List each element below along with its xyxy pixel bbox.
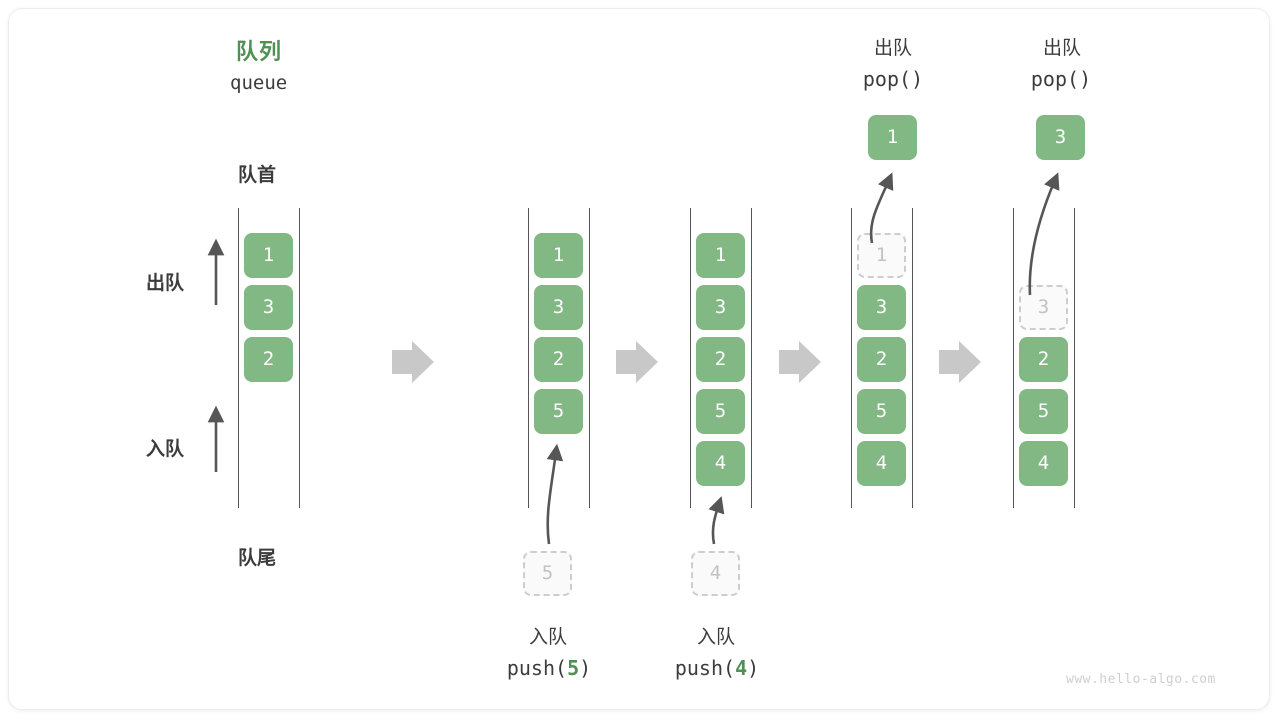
stage4-op-code-prefix: pop( — [862, 67, 912, 91]
stage4-cell-4: 4 — [857, 441, 906, 486]
stage4-op-label: 出队 — [873, 37, 912, 59]
stage4-op-code: pop() — [840, 67, 946, 91]
stage5-op-code: pop() — [1008, 67, 1114, 91]
stage5-popped-cell: 3 — [1036, 115, 1085, 160]
stage2-op-code: push(5) — [489, 656, 609, 680]
stage3-cell-1: 3 — [696, 285, 745, 330]
stage2-rail-left — [528, 208, 529, 508]
stage1-cell-0: 1 — [244, 233, 293, 278]
stage5-cell-0: 3 — [1019, 285, 1068, 330]
stage2-cell-3: 5 — [534, 389, 583, 434]
stage5-op-code-suffix: ) — [1079, 67, 1092, 91]
stage5-cell-1: 2 — [1019, 337, 1068, 382]
stage3-op-label: 入队 — [696, 626, 735, 648]
stage5-cell-3: 4 — [1019, 441, 1068, 486]
enqueue-side-label: 入队 — [146, 438, 185, 460]
stage3-cell-0: 1 — [696, 233, 745, 278]
diagram-frame — [8, 8, 1270, 710]
stage2-op-code-suffix: ) — [579, 656, 592, 680]
stage4-popped-cell: 1 — [868, 115, 917, 160]
stage3-cell-3: 5 — [696, 389, 745, 434]
stage2-op-code-arg: 5 — [567, 656, 580, 680]
stage5-op-code-prefix: pop( — [1030, 67, 1080, 91]
stage1-rail-right — [299, 208, 300, 508]
stage4-rail-right — [912, 208, 913, 508]
queue-front-label: 队首 — [238, 164, 277, 186]
stage2-cell-0: 1 — [534, 233, 583, 278]
watermark: www.hello-algo.com — [1066, 672, 1216, 687]
stage4-cell-1: 3 — [857, 285, 906, 330]
stage3-cell-4: 4 — [696, 441, 745, 486]
stage3-rail-right — [751, 208, 752, 508]
stage3-op-code-prefix: push( — [674, 656, 736, 680]
stage2-op-label: 入队 — [528, 626, 567, 648]
stage3-op-code-suffix: ) — [747, 656, 760, 680]
stage4-cell-3: 5 — [857, 389, 906, 434]
stage1-cell-2: 2 — [244, 337, 293, 382]
stage4-cell-0: 1 — [857, 233, 906, 278]
stage5-op-label: 出队 — [1042, 37, 1081, 59]
stage5-rail-left — [1013, 208, 1014, 508]
stage2-pending-cell: 5 — [523, 551, 572, 596]
dequeue-side-label: 出队 — [146, 272, 185, 294]
stage2-cell-1: 3 — [534, 285, 583, 330]
stage3-op-code: push(4) — [657, 656, 777, 680]
queue-rear-label: 队尾 — [238, 547, 277, 569]
stage2-op-code-prefix: push( — [506, 656, 568, 680]
stage1-rail-left — [238, 208, 239, 508]
stage3-op-code-arg: 4 — [735, 656, 748, 680]
stage3-rail-left — [690, 208, 691, 508]
stage4-op-code-suffix: ) — [911, 67, 924, 91]
stage2-cell-2: 2 — [534, 337, 583, 382]
stage4-rail-left — [851, 208, 852, 508]
stage3-cell-2: 2 — [696, 337, 745, 382]
stage5-cell-2: 5 — [1019, 389, 1068, 434]
queue-title-cn: 队列 — [236, 40, 283, 65]
stage3-pending-cell: 4 — [691, 551, 740, 596]
stage5-rail-right — [1074, 208, 1075, 508]
stage2-rail-right — [589, 208, 590, 508]
stage1-cell-1: 3 — [244, 285, 293, 330]
stage4-cell-2: 2 — [857, 337, 906, 382]
queue-title-en: queue — [230, 72, 288, 94]
